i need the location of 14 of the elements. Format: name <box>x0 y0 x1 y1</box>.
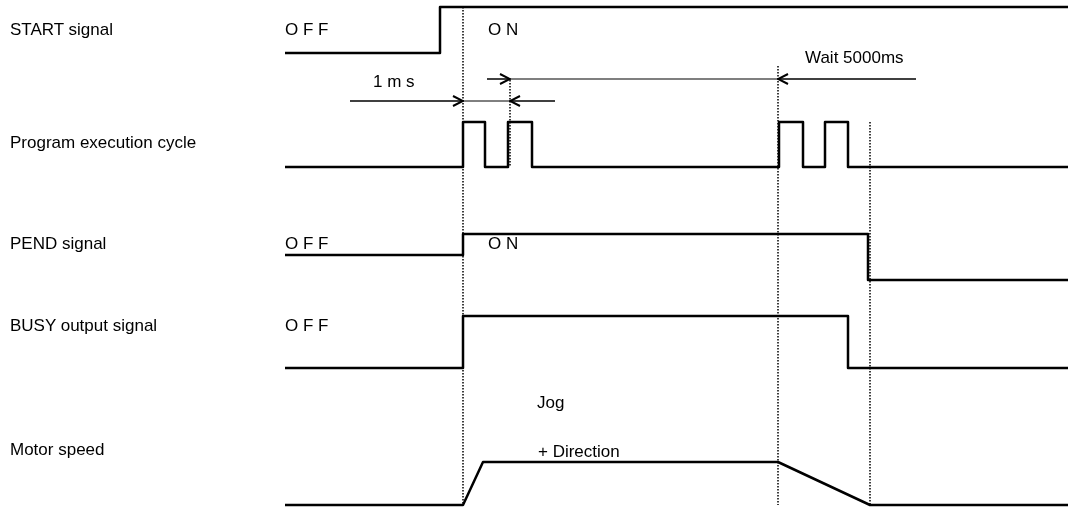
motion-label: Jog <box>537 393 565 413</box>
state-label: O N <box>488 234 519 254</box>
state-label: O F F <box>285 234 329 254</box>
signal-name: BUSY output signal <box>10 316 158 336</box>
signal-name: Program execution cycle <box>10 132 198 154</box>
time-annotation: Wait 5000ms <box>805 48 904 68</box>
signal-name: Motor speed <box>10 440 105 460</box>
state-label: O F F <box>285 316 329 336</box>
signal-name: PEND signal <box>10 234 107 254</box>
time-annotation: 1 m s <box>373 72 415 92</box>
signal-name: START signal <box>10 20 113 40</box>
state-label: O N <box>488 20 519 40</box>
state-label: O F F <box>285 20 329 40</box>
motion-label: + Direction <box>538 442 620 462</box>
